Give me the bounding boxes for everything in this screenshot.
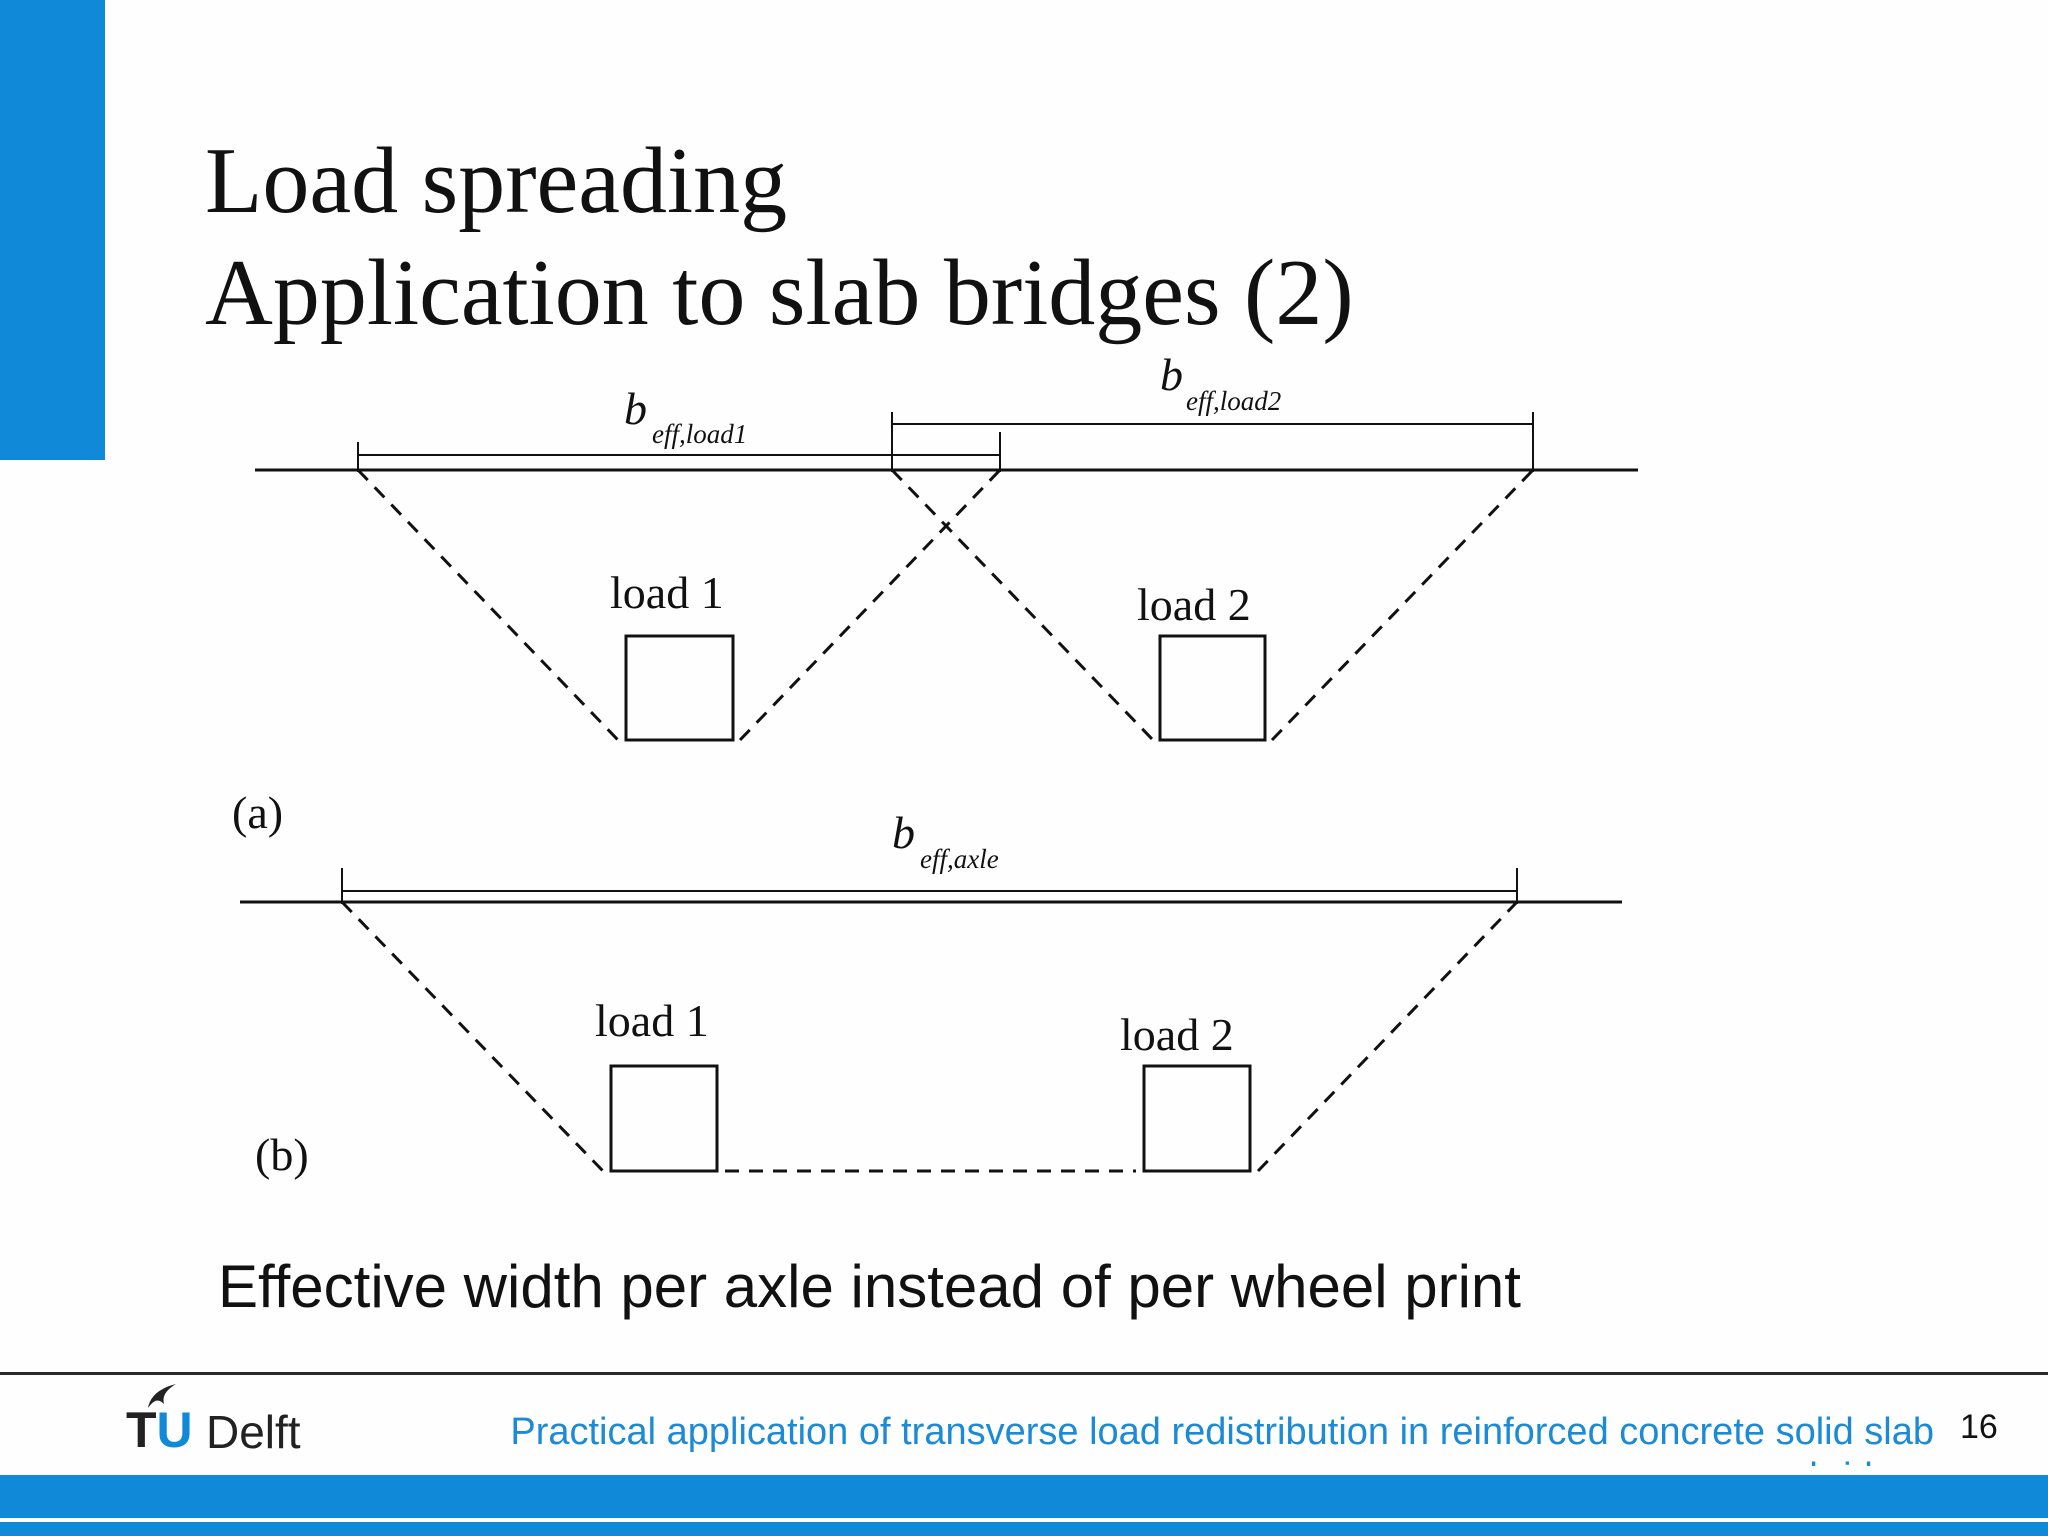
panel-label-a: (a) (232, 787, 283, 838)
title-line-1: Load spreading (205, 129, 788, 233)
load-2-label-a: load 2 (1137, 579, 1251, 630)
dimension-1-symbol-a: b (624, 383, 647, 434)
load-2-box-a (1158, 634, 1267, 742)
dimension-subscript-b: eff,axle (920, 844, 999, 874)
diagram-b (240, 868, 1622, 1173)
slide-title: Load spreading Application to slab bridg… (205, 125, 1354, 349)
dimension-2-symbol-a: b (1160, 349, 1183, 400)
accent-side-bar (0, 0, 105, 460)
dimension-1-subscript-a: eff,load1 (652, 419, 747, 449)
footer-presentation-title: Practical application of transverse load… (510, 1411, 1934, 1466)
dimension-2-subscript-a: eff,load2 (1186, 386, 1281, 416)
title-line-2: Application to slab bridges (2) (205, 241, 1354, 345)
dimension-line-load2 (891, 412, 1534, 472)
footer-divider (0, 1372, 2048, 1375)
load-2-box-b (1142, 1064, 1252, 1173)
load-2-label-b: load 2 (1120, 1009, 1234, 1060)
diagram-a (255, 412, 1638, 742)
load-1-box-a (624, 634, 735, 742)
load-1-label-b: load 1 (595, 995, 709, 1046)
dimension-line-axle (341, 868, 1518, 904)
load-1-box-b (609, 1064, 719, 1173)
flame-icon (148, 1384, 176, 1408)
load-1-label-a: load 1 (610, 567, 724, 618)
tudelft-logo: TU Delft (126, 1382, 336, 1462)
footer-accent-strip (0, 1522, 2048, 1536)
logo-delft-text: Delft (206, 1406, 301, 1458)
spread-lines-a (356, 468, 1535, 742)
spread-lines-b (340, 900, 1519, 1173)
dimension-symbol-b: b (892, 807, 915, 858)
panel-label-b: (b) (255, 1129, 309, 1180)
page-number: 16 (1960, 1408, 1998, 1446)
footer-accent-band (0, 1475, 2048, 1518)
slide-caption: Effective width per axle instead of per … (218, 1253, 1521, 1320)
logo-tu-text: TU (126, 1402, 193, 1458)
